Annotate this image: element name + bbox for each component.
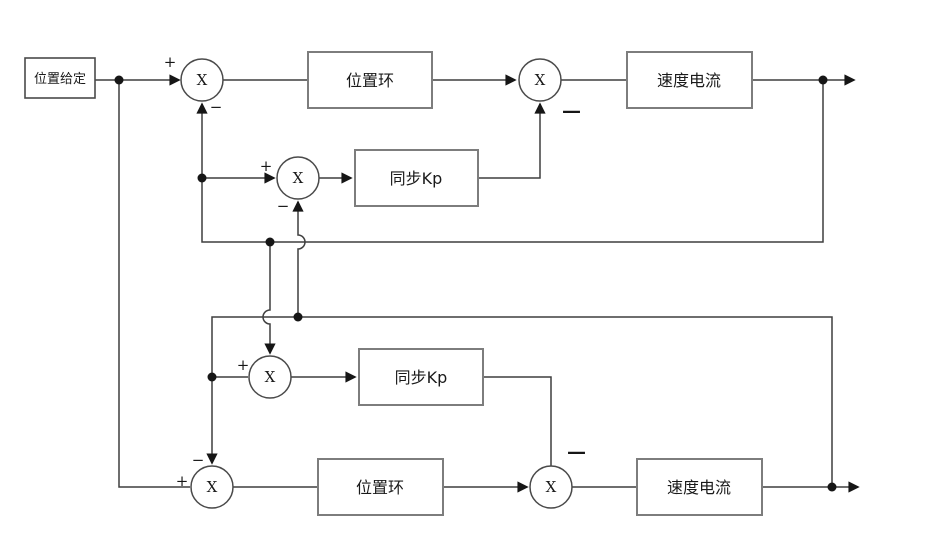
junction-dot-feedback2-cross [293, 312, 303, 322]
sum-junction-sync-top: X + − [260, 156, 320, 215]
block-position-loop-bottom-label: 位置环 [356, 478, 404, 497]
block-speed-current-bottom: 速度电流 [636, 458, 763, 516]
sum3-circle [276, 156, 320, 200]
junction-dot-output-top [818, 75, 828, 85]
block-sync-kp-bottom-label: 同步Kp [395, 368, 448, 387]
block-speed-current-top: 速度电流 [626, 51, 753, 109]
junction-dot-feedback1-branch [197, 173, 207, 183]
block-position-ref-box [24, 57, 96, 99]
sum-junction-speed-top: X — [518, 58, 581, 122]
sum4-circle [248, 355, 292, 399]
wire-ref-to-sum5 [118, 80, 190, 488]
sum6-symbol: X [546, 478, 557, 496]
sum-junction-position-bottom: X + − [176, 451, 234, 509]
wire-axis1-feedback [196, 80, 824, 243]
block-speed-current-top-label: 速度电流 [657, 71, 721, 90]
block-sync-kp-top: 同步Kp [354, 149, 479, 207]
sum3-symbol: X [293, 169, 304, 187]
sum-junction-speed-bottom: X — [529, 441, 586, 509]
sum6-circle [529, 465, 573, 509]
sum5-plus-sign: + [176, 472, 189, 490]
block-position-ref: 位置给定 [24, 57, 96, 99]
junction-dot-output-bottom [827, 482, 837, 492]
block-position-loop-bottom-box [317, 458, 444, 516]
sum4-symbol: X [265, 368, 276, 386]
sum1-minus-sign: − [210, 98, 223, 116]
sum5-circle [190, 465, 234, 509]
block-sync-kp-bottom-box [358, 348, 484, 406]
sum2-circle [518, 58, 562, 102]
wire-axis2-feedback [206, 316, 833, 487]
sum2-minus-sign: — [562, 100, 580, 122]
wire-axis1-feedback-to-sum4 [262, 242, 276, 355]
sum-junction-sync-bottom: X + [237, 355, 292, 399]
sum4-plus-sign: + [237, 356, 250, 374]
sum3-plus-sign: + [260, 157, 273, 175]
block-position-loop-top: 位置环 [307, 51, 433, 109]
block-speed-current-bottom-label: 速度电流 [667, 478, 731, 497]
sum5-minus-sign: − [192, 451, 205, 469]
wire-axis2-feedback-to-sum3 [292, 200, 306, 317]
block-sync-kp-top-label: 同步Kp [390, 169, 443, 188]
block-position-ref-label: 位置给定 [34, 72, 86, 87]
block-sync-kp-top-box [354, 149, 479, 207]
block-position-loop-top-label: 位置环 [346, 71, 394, 90]
sum1-plus-sign: + [164, 53, 177, 71]
wire-sync-kp-bottom-to-sum6 [483, 376, 552, 466]
junction-dot-ref [114, 75, 124, 85]
junction-dot-feedback1-cross [265, 237, 275, 247]
sum6-minus-sign: — [567, 441, 585, 463]
block-position-loop-bottom: 位置环 [317, 458, 444, 516]
sum1-symbol: X [197, 71, 208, 89]
block-speed-current-top-box [626, 51, 753, 109]
sum2-symbol: X [535, 71, 546, 89]
sum1-circle [180, 58, 224, 102]
junction-dot-feedback2-branch [207, 372, 217, 382]
wire-sync-kp-top-to-sum2 [478, 102, 546, 179]
sum5-symbol: X [207, 478, 218, 496]
block-sync-kp-bottom: 同步Kp [358, 348, 484, 406]
sum3-minus-sign: − [277, 197, 290, 215]
block-position-loop-top-box [307, 51, 433, 109]
sum-junction-position-top: X + − [164, 53, 224, 116]
block-speed-current-bottom-box [636, 458, 763, 516]
